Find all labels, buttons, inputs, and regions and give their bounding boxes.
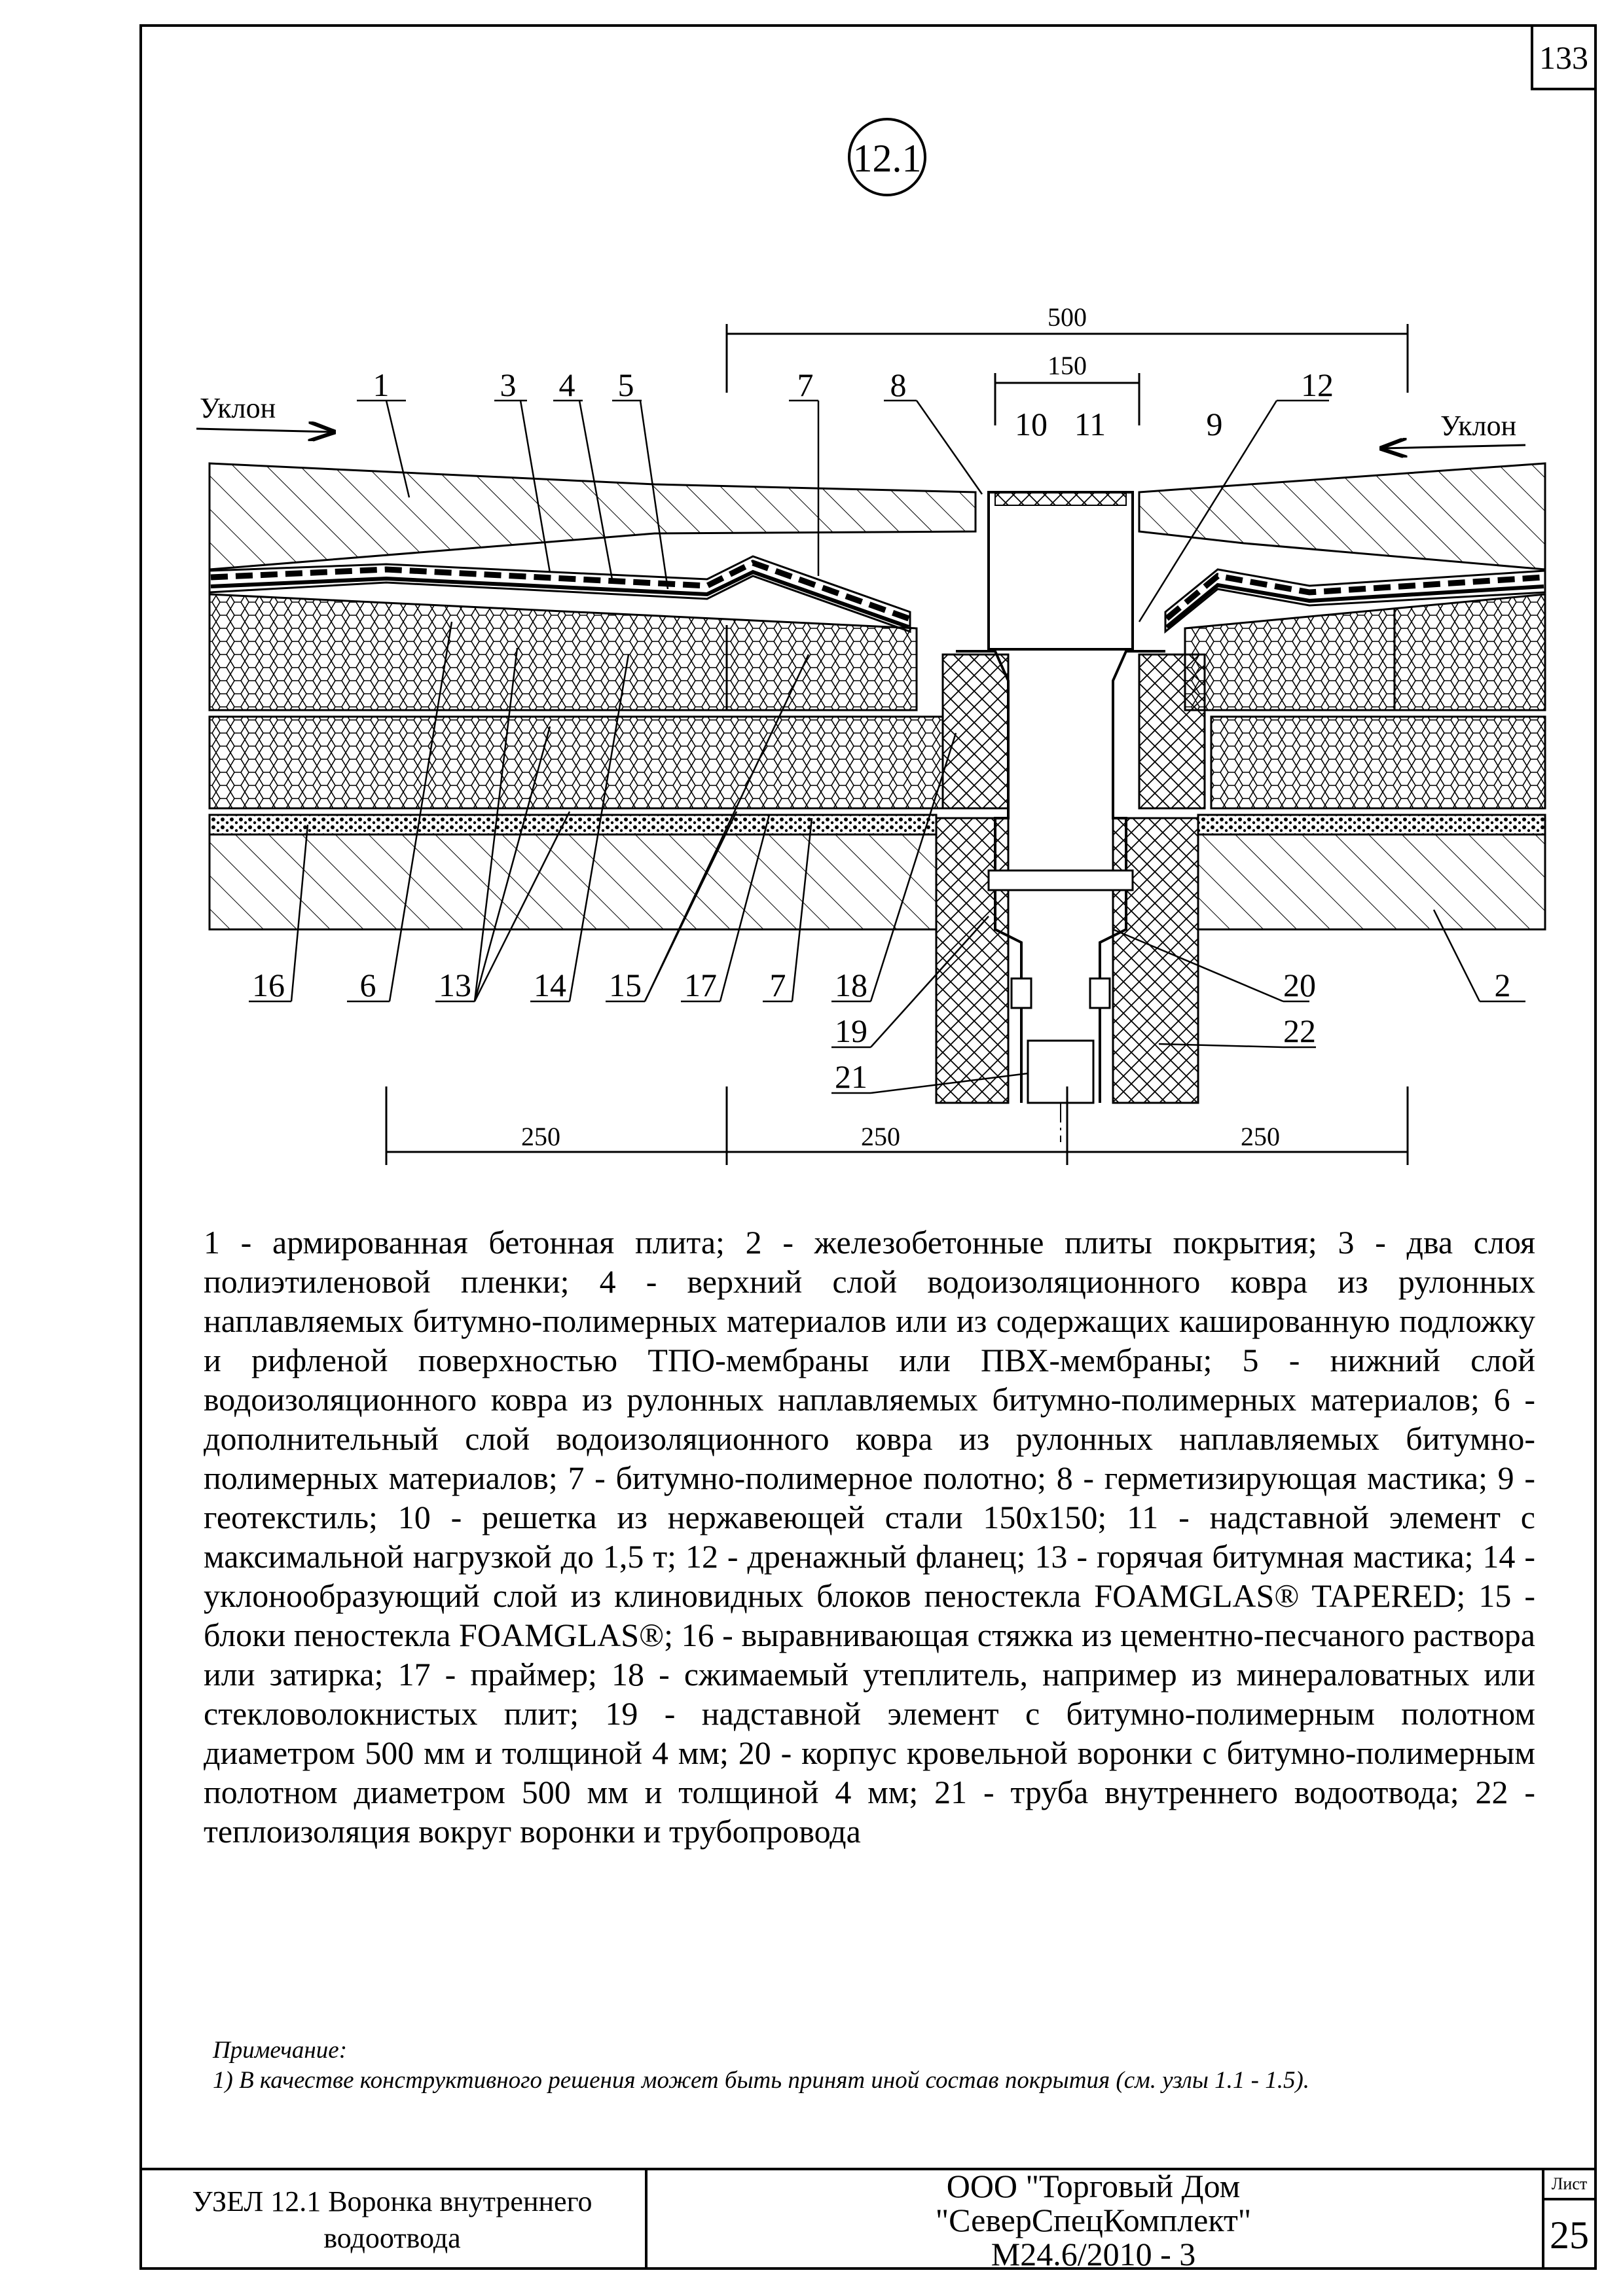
legend-paragraph: 1 - армированная бетонная плита; 2 - жел… bbox=[204, 1224, 1535, 1850]
org-line1: ООО "Торговый Дом bbox=[946, 2168, 1241, 2204]
callout-10: 10 bbox=[1015, 406, 1048, 442]
insulation-around-drain bbox=[935, 653, 1206, 1104]
callout-11: 11 bbox=[1074, 406, 1106, 442]
node-title-line2: водоотвода bbox=[323, 2222, 461, 2254]
dim-250-mid: 250 bbox=[861, 1122, 900, 1151]
title-block-node: УЗЕЛ 12.1 Воронка внутреннего водоотвода bbox=[139, 2170, 647, 2270]
title-block-org: ООО "Торговый Дом "СеверСпецКомплект" М2… bbox=[645, 2168, 1544, 2272]
callout-12: 12 bbox=[1301, 367, 1334, 403]
callout-3: 3 bbox=[500, 367, 517, 403]
foamglas-block-layer bbox=[208, 715, 1546, 810]
dim-500: 500 bbox=[1048, 302, 1087, 332]
callout-20: 20 bbox=[1283, 967, 1316, 1003]
org-line2: "СеверСпецКомплект" bbox=[935, 2202, 1252, 2238]
slope-right-label: Уклон bbox=[1440, 410, 1516, 442]
callout-4: 4 bbox=[559, 367, 575, 403]
callout-9: 9 bbox=[1207, 406, 1223, 442]
node-title-line1: УЗЕЛ 12.1 Воронка внутреннего bbox=[192, 2185, 593, 2217]
title-block: УЗЕЛ 12.1 Воронка внутреннего водоотвода… bbox=[139, 2168, 1597, 2272]
callout-leaders-bottom bbox=[249, 621, 1525, 1094]
dimension-lines bbox=[385, 324, 1409, 1165]
note-text: 1) В качестве конструктивного решения мо… bbox=[213, 2067, 1310, 2094]
callout-5: 5 bbox=[618, 367, 634, 403]
dim-250-right: 250 bbox=[1241, 1122, 1280, 1151]
dimension-values: 500 150 250 250 250 bbox=[521, 302, 1280, 1151]
callout-21: 21 bbox=[835, 1058, 867, 1095]
drawing-frame bbox=[139, 24, 1597, 2270]
dim-250-left: 250 bbox=[521, 1122, 560, 1151]
callout-22: 22 bbox=[1283, 1013, 1316, 1049]
doc-code: М24.6/2010 - 3 bbox=[991, 2236, 1196, 2272]
screed-layer bbox=[208, 814, 1546, 836]
slope-left-label: Уклон bbox=[200, 392, 276, 424]
callouts-bottom: 16 6 13 14 15 17 7 18 19 21 20 22 2 bbox=[252, 967, 1511, 1095]
callout-14: 14 bbox=[534, 967, 566, 1003]
deck-slab-layer bbox=[208, 833, 1546, 931]
sheet-label: Лист bbox=[1542, 2170, 1597, 2200]
legend-text: 1 - армированная бетонная плита; 2 - жел… bbox=[204, 1223, 1535, 1851]
tapered-foamglas-layer bbox=[208, 593, 1546, 711]
note-title: Примечание: bbox=[213, 2037, 348, 2064]
callout-8: 8 bbox=[890, 367, 907, 403]
callout-1: 1 bbox=[373, 367, 390, 403]
callout-7: 7 bbox=[797, 367, 814, 403]
roof-drain-body bbox=[956, 491, 1165, 1142]
callout-13: 13 bbox=[439, 967, 471, 1003]
note-block: Примечание: 1) В качестве конструктивног… bbox=[213, 2036, 1309, 2096]
concrete-slab-layer bbox=[208, 462, 1546, 571]
slope-indicators: Уклон Уклон bbox=[196, 392, 1526, 448]
callout-16: 16 bbox=[252, 967, 285, 1003]
callout-7-bottom: 7 bbox=[770, 967, 786, 1003]
callout-2: 2 bbox=[1495, 967, 1511, 1003]
callout-19: 19 bbox=[835, 1013, 867, 1049]
callout-6: 6 bbox=[360, 967, 376, 1003]
sheet-top-number: 133 bbox=[1531, 24, 1597, 90]
node-mark: 12.1 bbox=[848, 118, 926, 196]
sheet-number: 25 bbox=[1550, 2214, 1589, 2257]
callout-18: 18 bbox=[835, 967, 867, 1003]
callouts-top: 1 3 4 5 7 8 10 11 9 12 bbox=[373, 367, 1334, 442]
callout-15: 15 bbox=[609, 967, 642, 1003]
dim-150: 150 bbox=[1048, 351, 1087, 380]
callout-17: 17 bbox=[684, 967, 717, 1003]
callout-leaders-top bbox=[357, 399, 1329, 622]
node-id: 12.1 bbox=[853, 137, 922, 180]
